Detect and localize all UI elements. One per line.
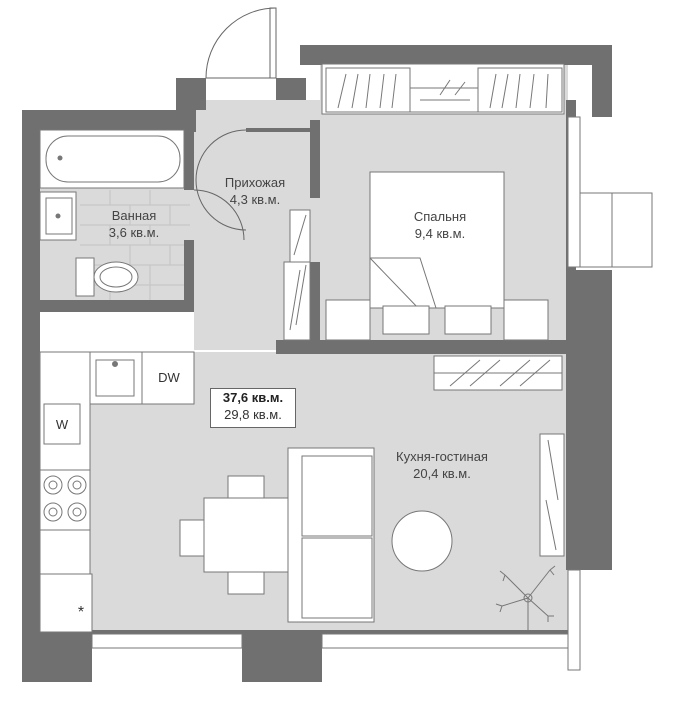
bedroom-area: 9,4 кв.м. [414,226,466,241]
kitchen-living-area: 20,4 кв.м. [413,466,471,481]
hallway-area: 4,3 кв.м. [229,192,281,207]
plant-icon [495,565,556,630]
bathroom-area: 3,6 кв.м. [108,225,160,240]
shelf-unit [433,355,563,391]
kitchen-living-name: Кухня-гостиная [396,449,488,464]
kitchen-living-label: Кухня-гостиная 20,4 кв.м. [380,448,504,482]
washer-label: W [55,417,69,432]
nightstand-left [325,299,371,341]
bathroom-sink [39,191,77,241]
bathtub [39,129,185,189]
right-window-bottom [567,569,581,671]
nightstand-right [503,299,549,341]
dishwasher-label: DW [158,370,180,385]
right-window-top [567,116,581,268]
bedroom-wardrobe [325,67,563,113]
sofa [287,447,375,623]
bathroom-name: Ванная [111,208,157,223]
hallway-wardrobe [283,209,311,341]
fridge-mark: * [77,604,85,621]
living-area: 29,8 кв.м. [224,407,282,422]
bottom-window-right [321,633,569,649]
inner-doors [193,129,247,241]
hallway-name: Прихожая [224,175,286,190]
bottom-window-left [91,633,243,649]
tv-unit [539,433,565,557]
bed [325,171,549,341]
walls [22,45,612,682]
toilet [75,257,139,297]
total-area: 37,6 кв.м. [222,390,284,405]
balcony-unit [611,192,653,268]
bedroom-label: Спальня 9,4 кв.м. [395,208,485,242]
fridge [39,573,93,633]
bathroom-label: Ванная 3,6 кв.м. [94,207,174,241]
bedroom-name: Спальня [413,209,467,224]
total-area-box: 37,6 кв.м. 29,8 кв.м. [210,388,296,428]
kitchen-counter [39,351,195,633]
hallway-label: Прихожая 4,3 кв.м. [210,174,300,208]
coffee-table [391,510,453,572]
entrance-door [205,7,277,79]
washer [43,403,81,445]
